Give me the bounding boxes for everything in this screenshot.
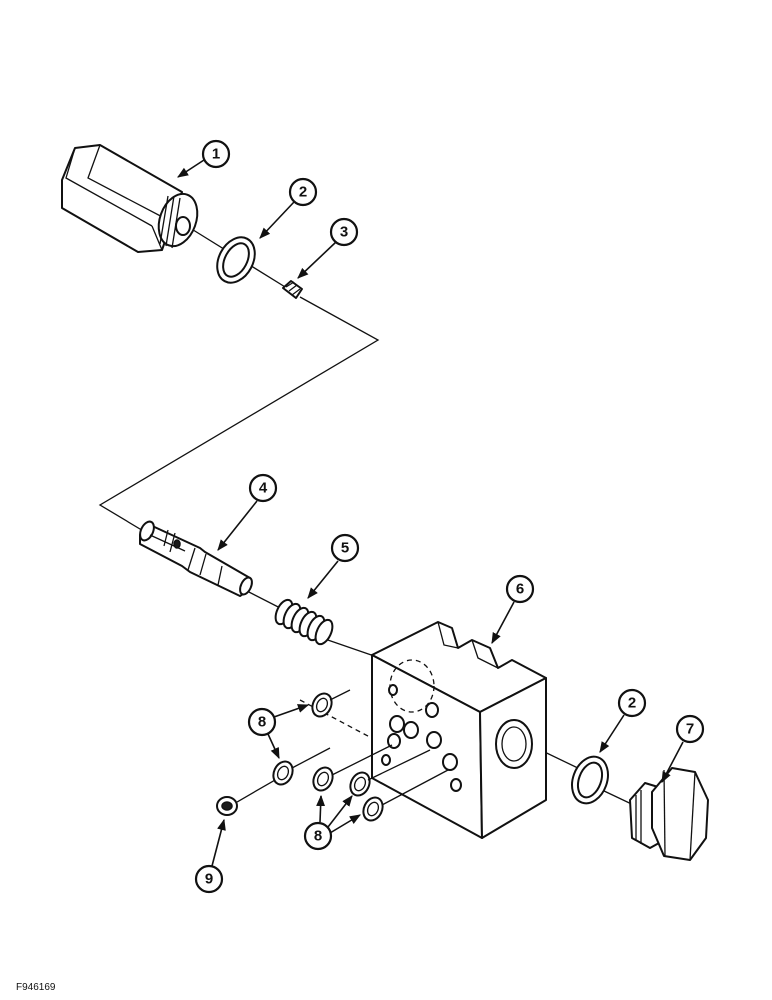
part-spool [139,520,253,597]
callout-8-upper: 8 [247,704,310,760]
callout-8-lower: 8 [303,794,361,851]
callout-5-label: 5 [341,540,349,557]
part-small-plug [282,280,303,299]
part-valve-block [371,621,547,839]
assembly-centerlines [98,227,641,809]
callout-9-label: 9 [205,871,213,888]
part-o-ring-upper [216,236,256,284]
part-small-o-rings [272,689,449,822]
callout-2-upper-label: 2 [299,184,307,201]
callout-6: 6 [491,574,535,644]
callout-4: 4 [217,473,278,551]
callout-2-lower-label: 2 [628,695,636,712]
part-small-fitting [216,779,276,816]
callout-7: 7 [661,714,705,783]
callouts: 1 2 3 4 5 6 2 [177,139,705,894]
callout-8-upper-label: 8 [258,714,266,731]
callout-1-label: 1 [212,146,220,163]
callout-7-label: 7 [686,721,694,738]
part-cartridge-valve [61,144,199,253]
callout-2-lower: 2 [599,688,647,753]
figure-id: F946169 [16,982,56,993]
callout-1: 1 [177,139,231,178]
callout-8-lower-label: 8 [314,828,322,845]
part-o-ring-lower [571,755,609,805]
callout-4-label: 4 [259,480,268,497]
callout-3-label: 3 [340,224,348,241]
callout-9: 9 [194,818,226,894]
callout-6-label: 6 [516,581,524,598]
callout-3: 3 [297,217,359,279]
callout-2-upper: 2 [259,177,318,239]
part-spring [274,598,334,646]
part-hex-plug [629,767,709,861]
callout-5: 5 [307,533,360,599]
